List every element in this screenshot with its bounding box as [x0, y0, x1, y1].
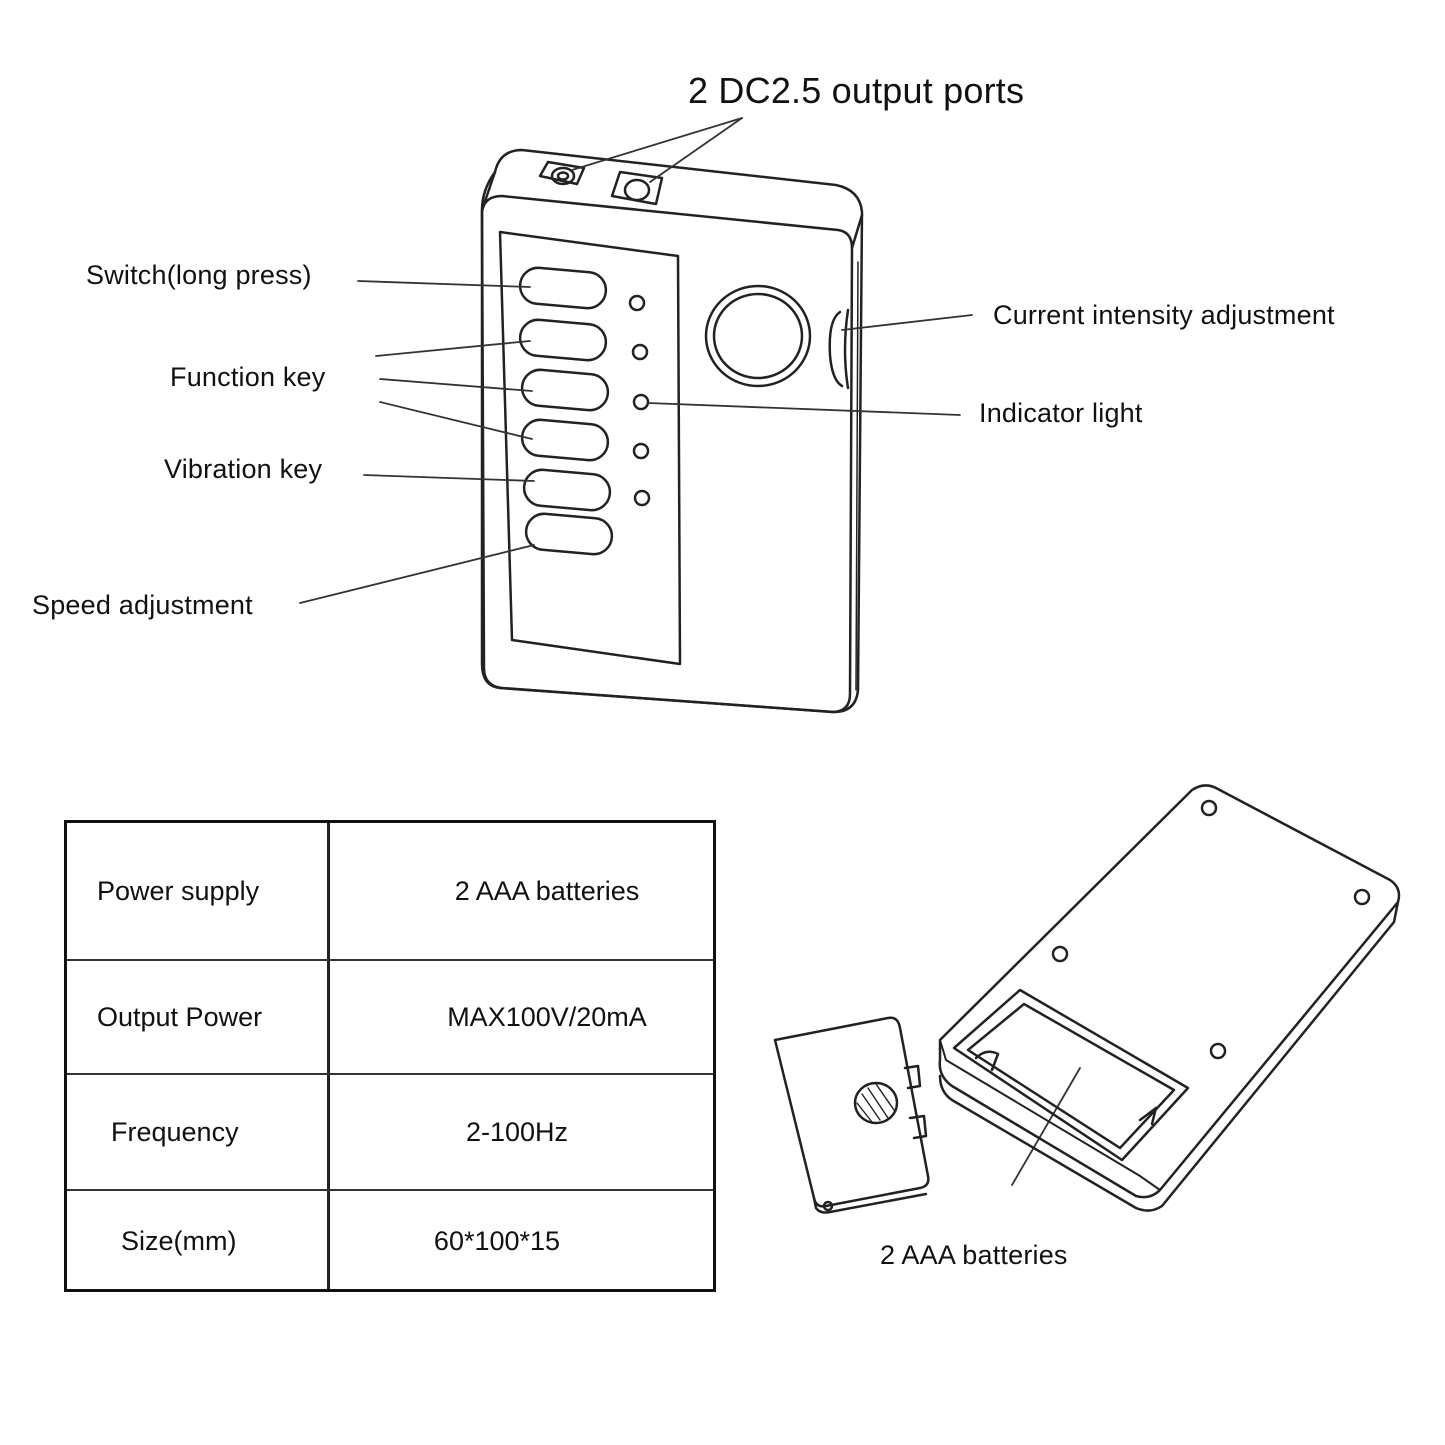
- device-front-face: [480, 194, 854, 714]
- battery-compartment: [952, 988, 1190, 1162]
- indicator-light-2: [631, 343, 649, 361]
- button-function-3: [520, 418, 610, 462]
- side-wheel: [828, 310, 844, 388]
- output-port-left: [538, 160, 586, 186]
- spec-value: 2 AAA batteries: [454, 875, 640, 906]
- screw-hole-2: [1353, 888, 1371, 906]
- battery-cover: [773, 1016, 930, 1214]
- button-function-2: [520, 368, 610, 412]
- indicator-light-1: [628, 294, 646, 312]
- label-batteries: 2 AAA batteries: [880, 1240, 1068, 1270]
- spec-label: Size(mm): [121, 1226, 237, 1256]
- indicator-light-4: [632, 442, 650, 460]
- screw-hole-4: [1209, 1042, 1227, 1060]
- button-function-1: [518, 318, 608, 362]
- label-current-intensity: Current intensity adjustment: [993, 300, 1335, 330]
- device-front-view: [480, 148, 864, 714]
- button-vibration: [522, 468, 612, 512]
- spec-value: 60*100*15: [433, 1226, 561, 1256]
- table-row: Size(mm) 60*100*15: [67, 1191, 713, 1292]
- spec-label: Power supply: [97, 875, 260, 906]
- indicator-light-5: [633, 489, 651, 507]
- spec-label: Output Power: [97, 1001, 263, 1032]
- table-row: Output Power MAX100V/20mA: [67, 961, 713, 1075]
- label-speed-adjustment: Speed adjustment: [32, 590, 253, 620]
- spec-label: Frequency: [111, 1116, 239, 1147]
- label-indicator-light: Indicator light: [979, 398, 1143, 428]
- label-function-key: Function key: [170, 362, 326, 392]
- device-back-view: [938, 784, 1401, 1212]
- intensity-dial: [704, 284, 812, 388]
- spec-table-divider: [327, 823, 330, 1289]
- button-speed: [524, 512, 614, 556]
- spec-value: 2-100Hz: [465, 1116, 569, 1147]
- table-row: Power supply 2 AAA batteries: [67, 823, 713, 961]
- screw-hole-3: [1051, 945, 1069, 963]
- spec-table: Power supply 2 AAA batteries Output Powe…: [64, 820, 716, 1292]
- button-switch: [518, 266, 608, 310]
- title-output-ports: 2 DC2.5 output ports: [688, 70, 1025, 111]
- spec-value: MAX100V/20mA: [447, 1001, 647, 1032]
- label-switch: Switch(long press): [86, 260, 312, 290]
- output-port-right: [610, 170, 664, 206]
- callout-lines: [299, 117, 1081, 1186]
- device-back-edge: [480, 148, 864, 714]
- indicator-light-3: [632, 393, 650, 411]
- button-panel: [498, 230, 682, 666]
- screw-hole-1: [1200, 799, 1218, 817]
- label-vibration-key: Vibration key: [164, 454, 323, 484]
- table-row: Frequency 2-100Hz: [67, 1075, 713, 1191]
